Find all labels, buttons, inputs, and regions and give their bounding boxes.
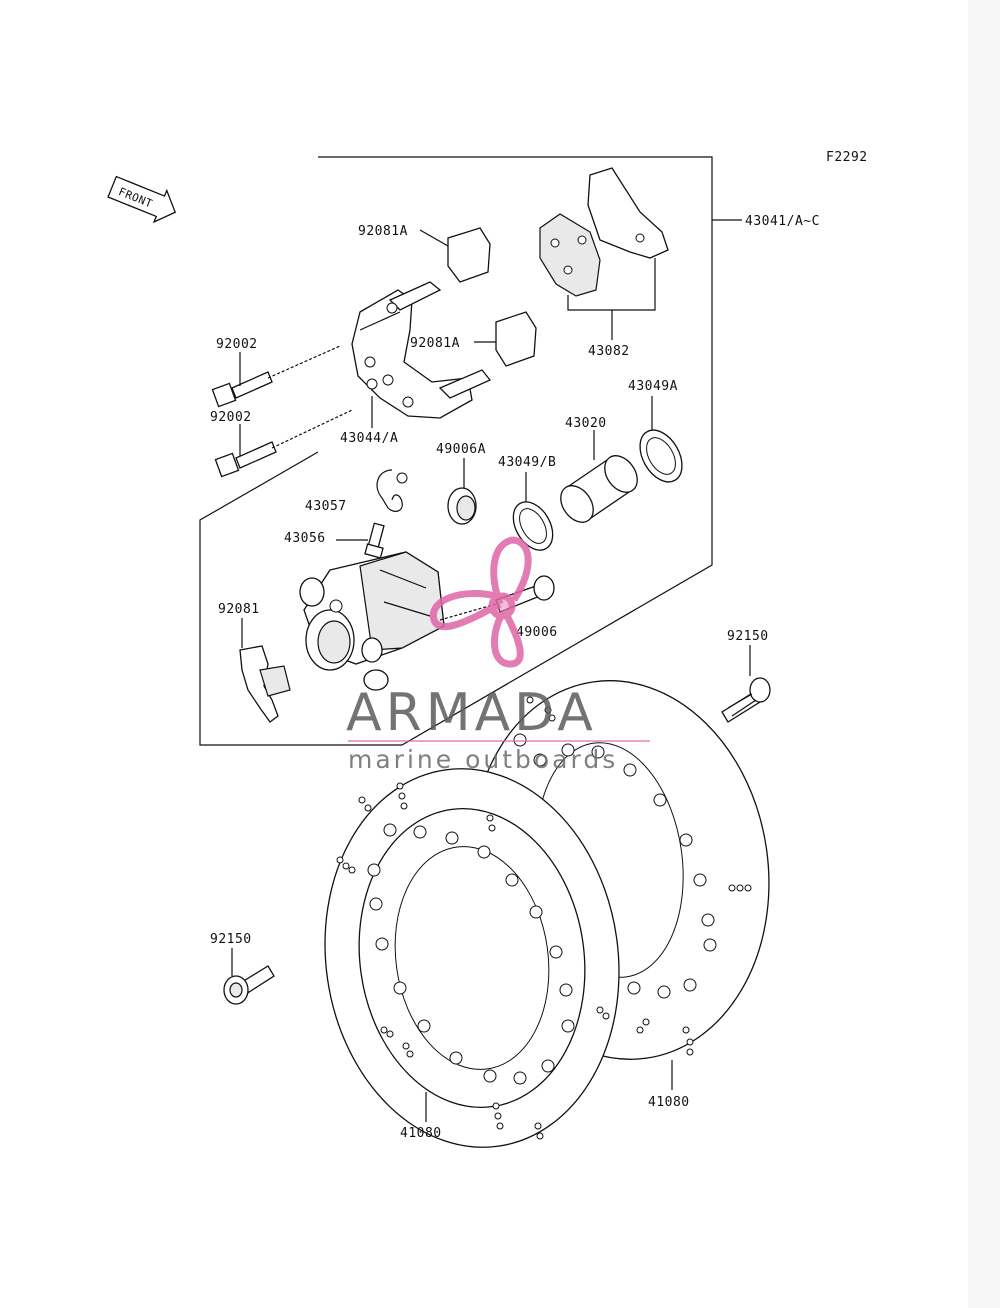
watermark-brand: ARMADA <box>346 683 597 743</box>
label-43041: 43041/A~C <box>745 214 820 229</box>
right-margin-shade <box>968 0 1000 1308</box>
watermark-tagline: marine outboards <box>348 745 618 774</box>
pad-spring-top <box>447 227 491 283</box>
pad-spring-92081 <box>239 645 291 723</box>
label-92002-a: 92002 <box>216 337 258 352</box>
label-43049A: 43049A <box>628 379 678 394</box>
bleed-hose-end <box>396 472 408 484</box>
bleeder-valve-43056 <box>364 522 385 559</box>
brake-pads-43082 <box>539 167 669 297</box>
label-92081A-top: 92081A <box>358 224 408 239</box>
caliper-assembly-frame <box>199 156 713 746</box>
dust-seal-49006A <box>447 487 477 525</box>
label-92081: 92081 <box>218 602 260 617</box>
caliper-body <box>299 551 445 691</box>
label-49006A: 49006A <box>436 442 486 457</box>
label-43049B: 43049/B <box>498 455 556 470</box>
piston-43020 <box>560 455 638 523</box>
label-43082: 43082 <box>588 344 630 359</box>
label-41080-left: 41080 <box>400 1126 442 1141</box>
propeller-logo-icon <box>429 536 532 668</box>
label-92150-right: 92150 <box>727 629 769 644</box>
label-41080-right: 41080 <box>648 1095 690 1110</box>
label-43057: 43057 <box>305 499 347 514</box>
label-92150-left: 92150 <box>210 932 252 947</box>
bleed-hose-43057 <box>376 469 403 512</box>
piston-seal-43049B <box>512 501 554 551</box>
leader-92081A-top <box>419 229 449 247</box>
label-92081A-mid: 92081A <box>410 336 460 351</box>
brake-disc-left <box>324 768 620 1148</box>
disc-bolt-92150-right <box>721 677 771 723</box>
label-43044: 43044/A <box>340 431 398 446</box>
label-92002-b: 92002 <box>210 410 252 425</box>
bolt-92002-lower <box>214 409 353 478</box>
label-49006: 49006 <box>516 625 558 640</box>
piston-seal-43049A <box>639 429 683 483</box>
front-arrow-icon: FRONT <box>107 175 177 224</box>
label-43056: 43056 <box>284 531 326 546</box>
armada-logo: ARMADA marine outboards <box>346 536 650 774</box>
label-43020: 43020 <box>565 416 607 431</box>
bolt-92002-upper <box>211 345 341 408</box>
pad-spring-mid <box>495 311 537 367</box>
caliper-bracket-43044 <box>351 281 492 419</box>
figure-code: F2292 <box>826 150 868 165</box>
disc-bolt-92150-left <box>223 965 275 1005</box>
